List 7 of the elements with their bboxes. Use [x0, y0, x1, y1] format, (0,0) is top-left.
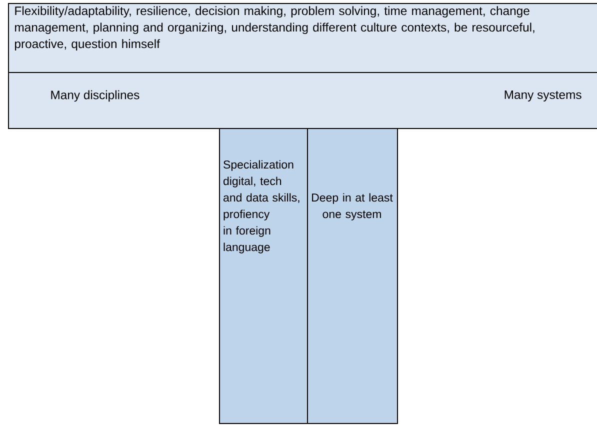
column-box: Specialization digital, tech and data skills, profiency in foreign language: [219, 128, 308, 424]
node-label: Flexibility/adaptability, resilience, decision making, problem solving, time management, change management, planning and organizing, understanding different culture contexts, be resourceful, proactive, question himself: [14, 6, 534, 51]
node-label: Many disciplines: [51, 90, 140, 102]
column-box: Deep in at least one system: [307, 128, 398, 424]
node-label: Many systems: [504, 90, 582, 102]
header-band: Many disciplines Many systems: [8, 72, 597, 129]
text-band: Flexibility/adaptability, resilience, decision making, problem solving, time management, change management, planning and organizing, understanding different culture contexts, be resourceful, proactive, question himself: [8, 3, 597, 73]
